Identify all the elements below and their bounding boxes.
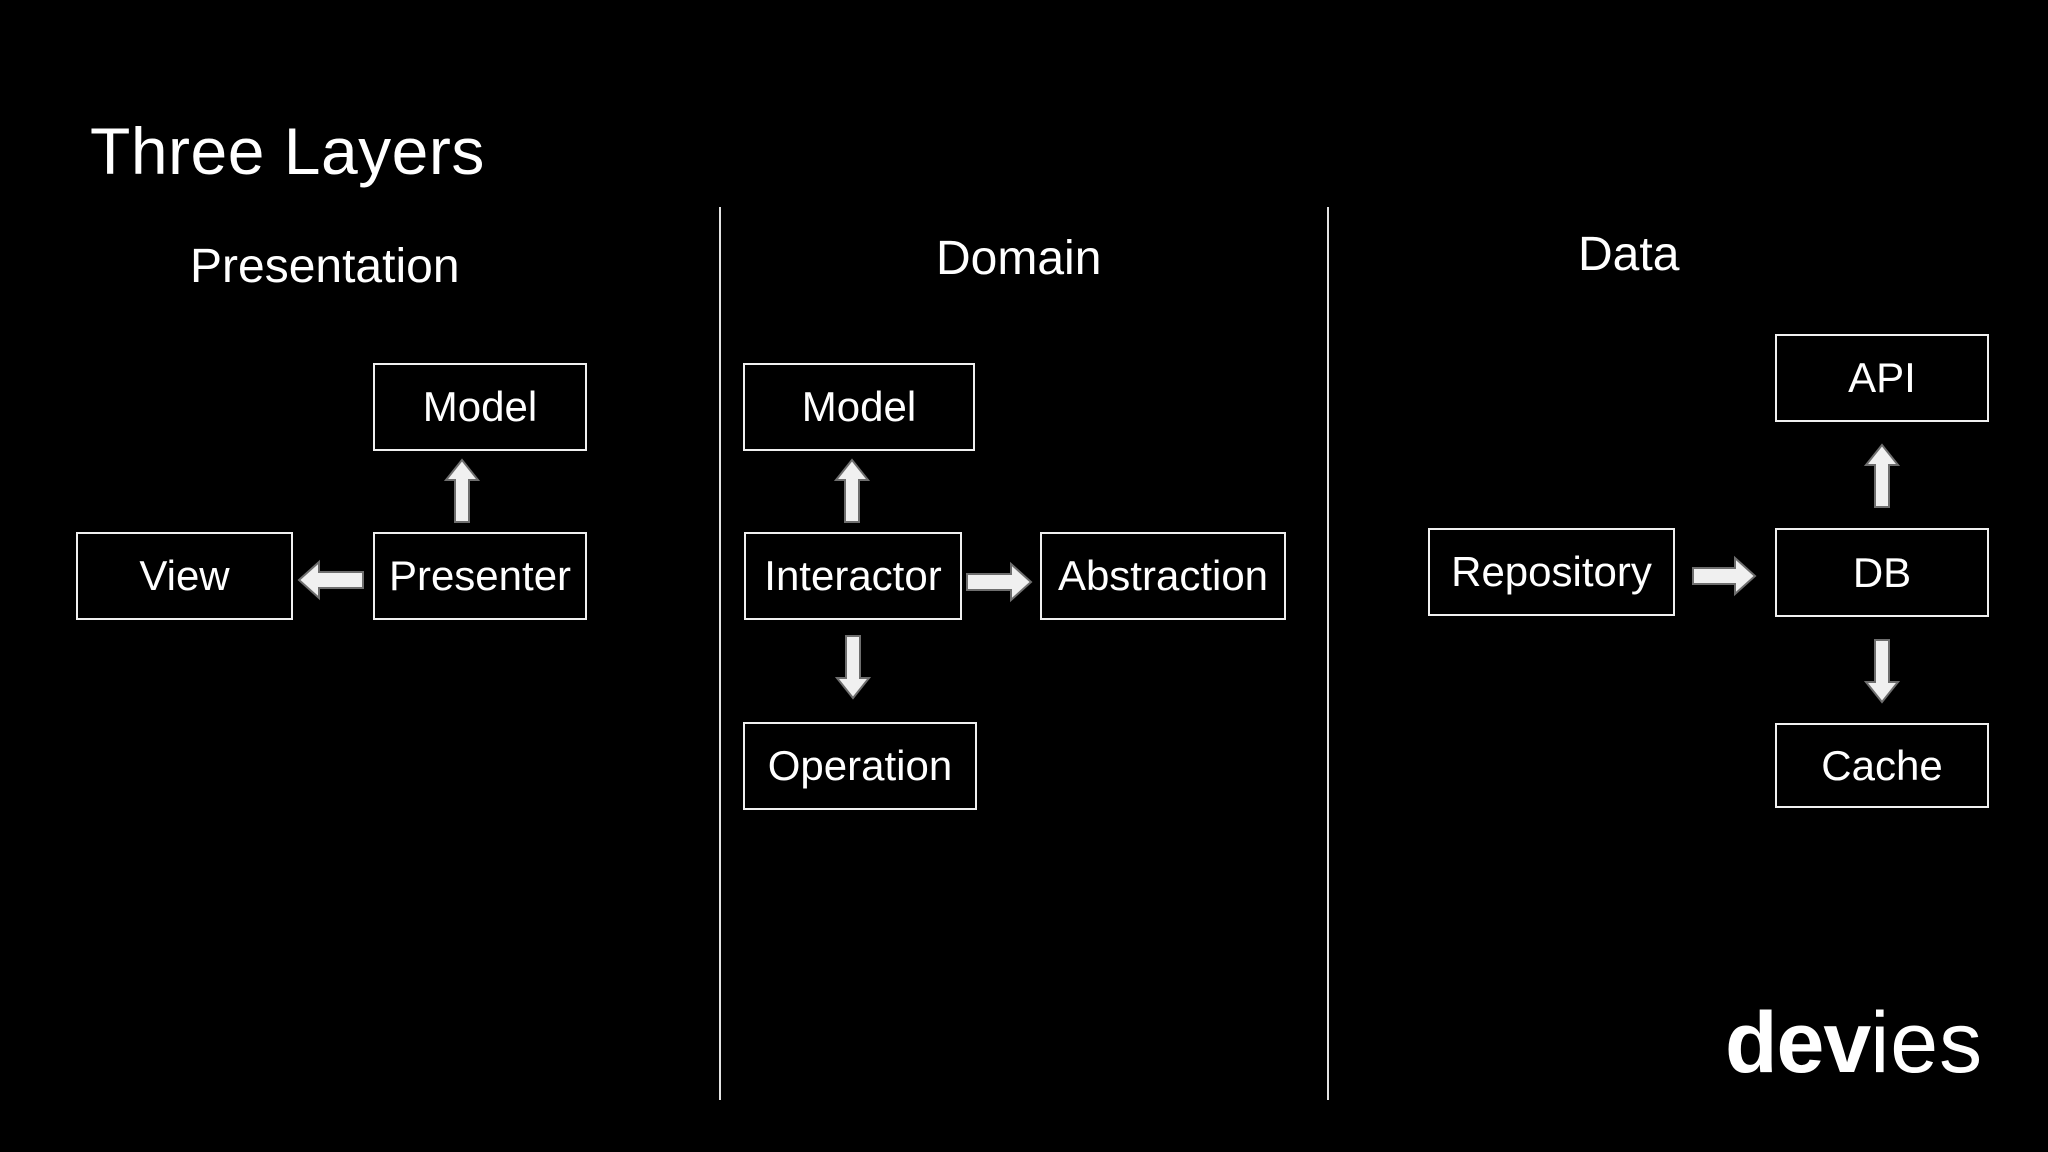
layer-header-presentation: Presentation — [190, 240, 460, 293]
node-label: Operation — [767, 742, 953, 789]
page-title: Three Layers — [90, 114, 485, 188]
node-label: DB — [1852, 548, 1912, 596]
node-data-cache: Cache — [1775, 723, 1989, 808]
arrow-repository-to-db-right-icon — [1691, 554, 1757, 598]
node-data-db: DB — [1775, 528, 1989, 617]
node-label: Model — [801, 383, 917, 430]
arrow-presenter-to-model-up-icon — [444, 458, 480, 524]
node-label: Model — [422, 383, 538, 430]
logo-text-light: ies — [1870, 995, 1984, 1091]
arrow-db-to-api-up-icon — [1864, 443, 1900, 509]
node-label: API — [1848, 354, 1916, 401]
logo-text-bold: dev — [1725, 995, 1871, 1091]
layer-header-domain: Domain — [936, 232, 1102, 285]
divider-presentation-domain — [719, 207, 721, 1100]
node-presentation-model: Model — [373, 363, 587, 451]
node-label: Abstraction — [1057, 552, 1269, 599]
node-domain-interactor: Interactor — [744, 532, 962, 620]
node-label: Cache — [1821, 741, 1943, 789]
node-label: Interactor — [764, 552, 942, 599]
node-data-api: API — [1775, 334, 1989, 422]
node-label: Repository — [1451, 548, 1652, 595]
node-presentation-presenter: Presenter — [373, 532, 587, 620]
arrow-interactor-to-operation-down-icon — [835, 634, 871, 700]
node-label: View — [139, 552, 230, 599]
node-domain-operation: Operation — [743, 722, 977, 810]
divider-domain-data — [1327, 207, 1329, 1100]
node-presentation-view: View — [76, 532, 293, 620]
arrow-interactor-to-abstraction-right-icon — [965, 560, 1033, 604]
arrow-interactor-to-model-up-icon — [834, 458, 870, 524]
arrow-db-to-cache-down-icon — [1864, 638, 1900, 704]
arrow-presenter-to-view-left-icon — [297, 558, 365, 602]
node-data-repository: Repository — [1428, 528, 1675, 616]
node-domain-model: Model — [743, 363, 975, 451]
node-domain-abstraction: Abstraction — [1040, 532, 1286, 620]
devies-logo: devies — [1725, 1000, 1983, 1086]
node-label: Presenter — [388, 552, 572, 599]
layer-header-data: Data — [1578, 228, 1680, 281]
